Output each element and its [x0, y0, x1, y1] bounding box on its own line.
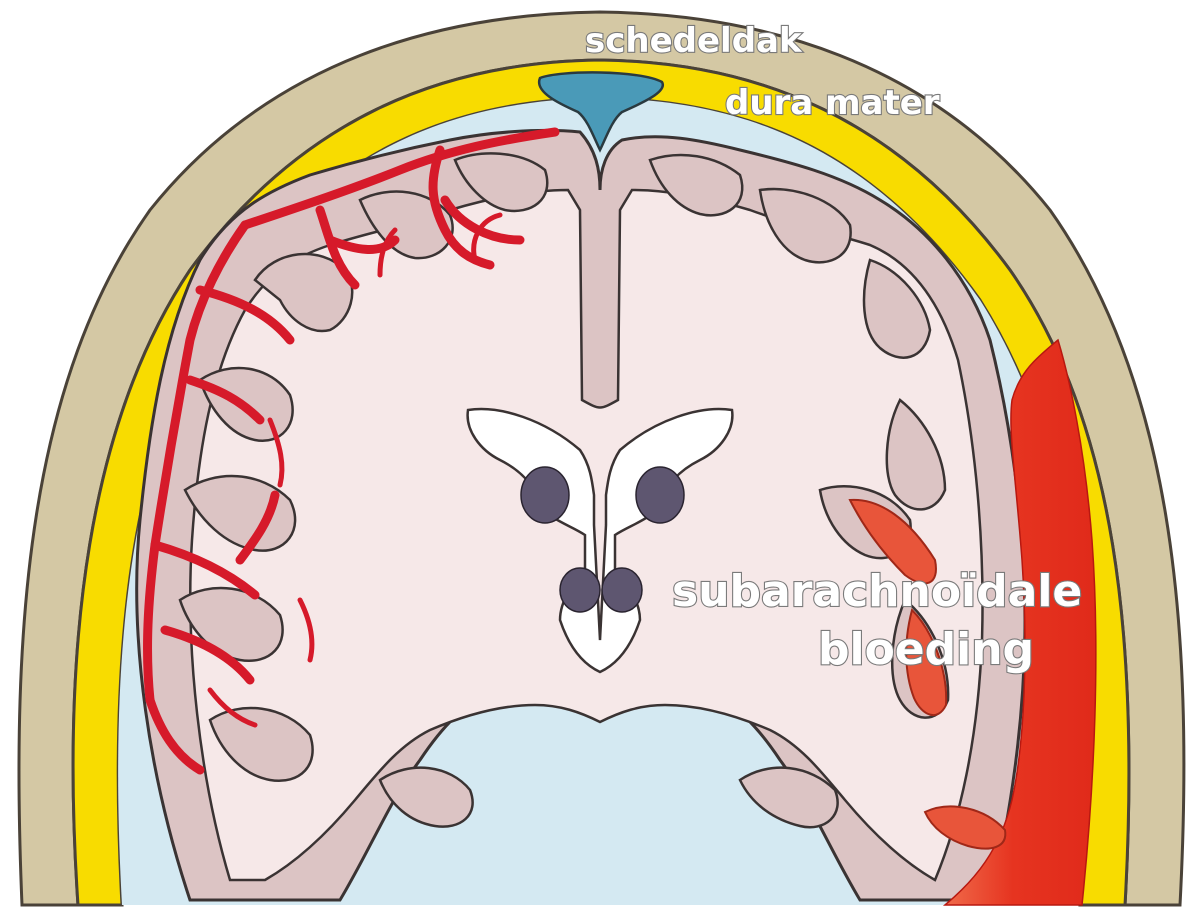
label-dura-mater: dura mater: [725, 83, 940, 123]
label-schedeldak: schedeldak: [585, 21, 803, 61]
label-bloeding: bloeding: [818, 624, 1034, 675]
label-subarachnoidale: subarachnoïdale: [672, 566, 1082, 617]
